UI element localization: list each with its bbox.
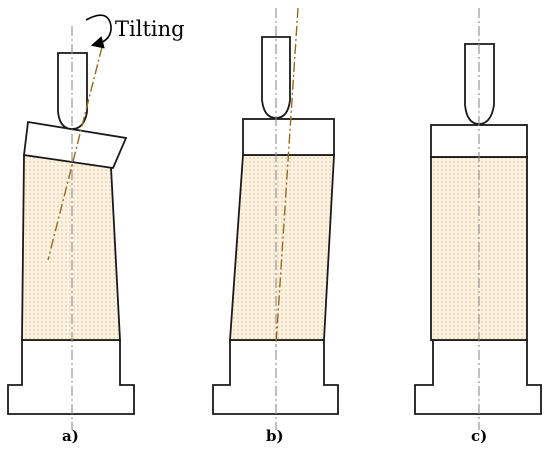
tilting-arrow-icon bbox=[85, 14, 112, 49]
panel-b bbox=[212, 7, 339, 430]
panel-label-b: b) bbox=[266, 427, 284, 445]
panel-b-top-platen bbox=[242, 118, 335, 156]
panel-label-c: c) bbox=[471, 427, 488, 445]
panel-b-tilt-axis bbox=[275, 7, 299, 346]
panel-a-specimen bbox=[21, 153, 121, 341]
panel-label-a: a) bbox=[62, 427, 79, 445]
panel-a-top-platen bbox=[23, 120, 128, 169]
tilting-annotation: Tilting bbox=[115, 17, 185, 41]
panel-a-base bbox=[7, 339, 135, 415]
panel-c bbox=[414, 8, 542, 430]
panel-a-piston bbox=[57, 52, 88, 130]
panel-c-base bbox=[414, 339, 542, 415]
panel-a bbox=[7, 14, 135, 430]
panel-a-tilt-axis bbox=[47, 46, 103, 261]
